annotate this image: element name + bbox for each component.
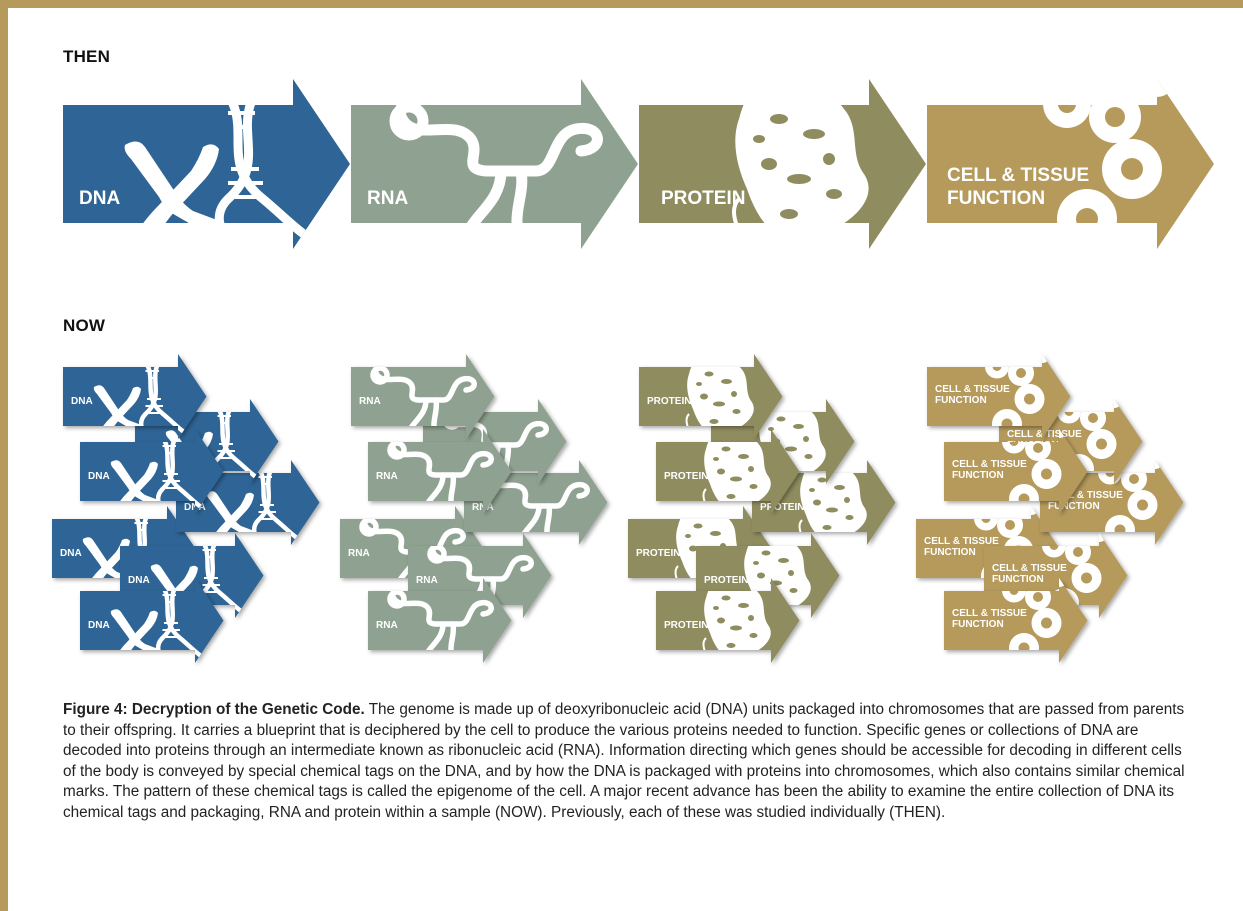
frame-left-border xyxy=(0,0,8,911)
now-group-dna: DNA DNA DNA DNA DNA DNA xyxy=(52,354,320,663)
now-arrow-cell: CELL & TISSUE FUNCTION xyxy=(944,578,1088,663)
now-arrow-rna-label: RNA xyxy=(416,575,438,586)
now-arrow-dna-label: DNA xyxy=(60,548,82,559)
now-arrow-cell-label-line2: FUNCTION xyxy=(924,547,976,558)
now-arrow-rna-label: RNA xyxy=(376,620,398,631)
now-arrow-cell-label-line2: FUNCTION xyxy=(1048,501,1100,512)
caption-body: The genome is made up of deoxyribonuclei… xyxy=(63,701,1185,821)
now-arrow-protein: PROTEIN xyxy=(656,578,800,663)
now-arrow-rna-label: RNA xyxy=(376,471,398,482)
then-arrow-protein-label: PROTEIN xyxy=(661,188,745,209)
now-arrow-cell-label-line2: FUNCTION xyxy=(992,574,1044,585)
frame-top-border xyxy=(0,0,1243,8)
now-arrow-rna: RNA xyxy=(368,578,512,663)
then-arrow-protein: PROTEIN xyxy=(639,79,926,249)
now-arrow-protein: PROTEIN xyxy=(656,429,800,514)
then-arrow-dna: DNA xyxy=(63,79,350,249)
then-arrow-rna-shape xyxy=(351,79,638,249)
now-group-protein: PROTEIN PROTEIN PROTEIN PROTEIN PROTEIN … xyxy=(628,354,896,663)
now-arrow-rna: RNA xyxy=(368,429,512,514)
now-arrow-cell-label-line2: FUNCTION xyxy=(952,470,1004,481)
now-arrow-protein-label: PROTEIN xyxy=(664,471,708,482)
now-arrow-cell-label-line2: FUNCTION xyxy=(952,619,1004,630)
then-arrow-dna-label: DNA xyxy=(79,188,120,209)
now-arrow-cell-label-line1: CELL & TISSUE xyxy=(1048,490,1123,501)
now-arrow-rna-label: RNA xyxy=(359,396,381,407)
now-arrow-cell: CELL & TISSUE FUNCTION xyxy=(944,429,1088,514)
then-label: THEN xyxy=(63,47,111,66)
now-arrow-protein-label: PROTEIN xyxy=(704,575,748,586)
now-arrow-dna: DNA xyxy=(63,354,207,439)
figure-caption: Figure 4: Decryption of the Genetic Code… xyxy=(63,700,1193,823)
now-arrow-dna-label: DNA xyxy=(128,575,150,586)
then-row: DNA RNA PROTEIN CELL & TISSUE FUNCTION xyxy=(63,79,1214,249)
now-arrow-protein-label: PROTEIN xyxy=(636,548,680,559)
now-arrow-cell-label-line1: CELL & TISSUE xyxy=(935,384,1010,395)
caption-title: Figure 4: Decryption of the Genetic Code… xyxy=(63,701,365,718)
then-arrow-cell: CELL & TISSUE FUNCTION xyxy=(927,79,1214,249)
now-arrow-rna: RNA xyxy=(351,354,495,439)
now-arrow-protein-label: PROTEIN xyxy=(647,396,691,407)
now-arrow-dna-label: DNA xyxy=(71,396,93,407)
now-arrow-cell-label-line1: CELL & TISSUE xyxy=(952,459,1027,470)
then-arrow-cell-label-line2: FUNCTION xyxy=(947,188,1045,209)
now-group-rna: RNA RNA RNA RNA RNA RNA xyxy=(340,354,608,663)
now-arrow-protein: PROTEIN xyxy=(639,354,783,439)
now-label: NOW xyxy=(63,316,106,335)
now-arrow-cell: CELL & TISSUE FUNCTION xyxy=(927,354,1071,439)
now-group-cell: CELL & TISSUE FUNCTION CELL & TISSUE FUN… xyxy=(916,354,1184,663)
now-arrow-cell-label-line2: FUNCTION xyxy=(935,395,987,406)
now-arrow-rna-label: RNA xyxy=(348,548,370,559)
now-arrow-dna-label: DNA xyxy=(88,620,110,631)
now-arrow-protein-label: PROTEIN xyxy=(664,620,708,631)
now-arrow-dna-label: DNA xyxy=(184,502,206,513)
then-arrow-rna-label: RNA xyxy=(367,188,408,209)
then-arrow-rna: RNA xyxy=(351,79,638,249)
now-arrow-dna: DNA xyxy=(80,429,224,514)
now-arrow-cell-label-line1: CELL & TISSUE xyxy=(924,536,999,547)
now-arrow-cell-label-line1: CELL & TISSUE xyxy=(992,563,1067,574)
now-arrow-rna-label: RNA xyxy=(472,502,494,513)
now-arrow-cell-label-line1: CELL & TISSUE xyxy=(952,608,1027,619)
then-arrow-cell-label-line1: CELL & TISSUE xyxy=(947,165,1089,186)
now-arrow-dna-label: DNA xyxy=(88,471,110,482)
now-arrow-protein-label: PROTEIN xyxy=(760,502,804,513)
genetic-code-diagram: DNA RNA PROTEIN CELL & TISSUE FUNCTION D… xyxy=(52,79,1214,663)
now-arrow-dna: DNA xyxy=(80,578,224,663)
then-arrow-cell-shape xyxy=(927,79,1214,249)
